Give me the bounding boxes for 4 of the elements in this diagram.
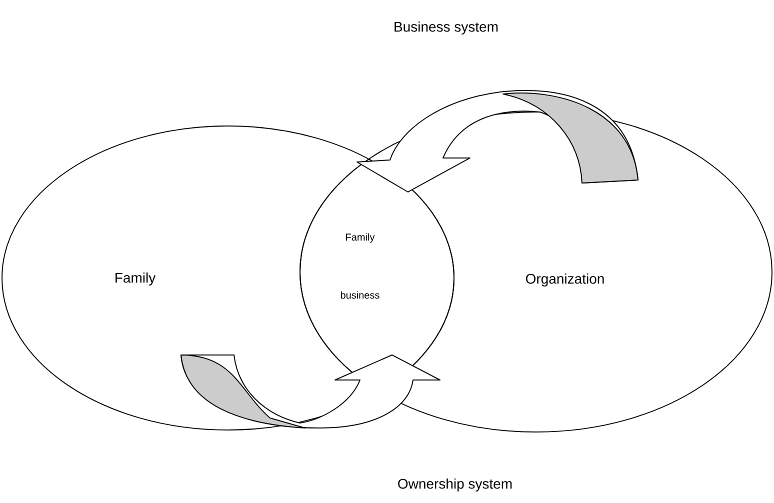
curved-arrow [356, 90, 638, 192]
curved-arrow [180, 354, 440, 428]
system-label: Ownership system [398, 478, 512, 492]
system-label: Business system [394, 21, 498, 35]
